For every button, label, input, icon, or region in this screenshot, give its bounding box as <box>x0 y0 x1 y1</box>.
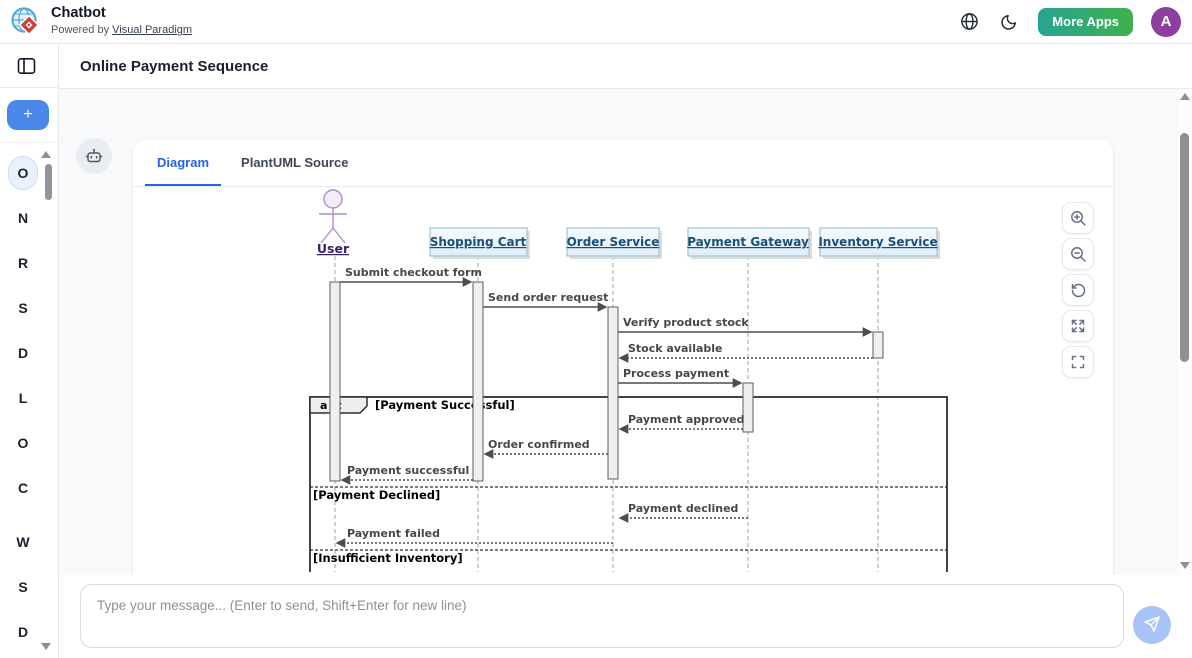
actor-user <box>319 189 347 244</box>
zoom-out-button[interactable] <box>1062 238 1094 270</box>
bot-avatar <box>76 138 112 174</box>
chat-list: O N R S D L O C W S D <box>0 150 58 658</box>
diagram-card: Diagram PlantUML Source <box>133 140 1113 575</box>
sidebar-scroll-up-arrow[interactable] <box>41 151 51 158</box>
message-label: Payment approved <box>628 413 745 426</box>
sidebar-scroll-down-arrow[interactable] <box>41 643 51 650</box>
chat-list-item[interactable]: S <box>18 579 28 595</box>
sequence-diagram: alt [Payment Successful] [Payment Declin… <box>133 187 1113 572</box>
chat-list-item[interactable]: C <box>17 480 29 496</box>
message-labels: Submit checkout form Send order request … <box>345 266 749 540</box>
page-title: Online Payment Sequence <box>80 57 269 75</box>
chat-list-item[interactable]: N <box>17 210 29 226</box>
chat-area: Diagram PlantUML Source <box>59 89 1192 575</box>
chat-scroll-up-arrow[interactable] <box>1180 93 1190 100</box>
message-label: Order confirmed <box>488 438 590 451</box>
chat-list-item[interactable]: D <box>17 345 29 361</box>
activation-bars <box>329 281 884 482</box>
powered-by: Powered by Visual Paradigm <box>51 24 193 37</box>
participant-label: Inventory Service <box>818 235 937 249</box>
visual-paradigm-link[interactable]: Visual Paradigm <box>112 24 193 37</box>
send-plane-icon <box>1143 615 1161 636</box>
chat-scrollbar-thumb[interactable] <box>1180 133 1189 362</box>
message-label: Process payment <box>623 367 729 380</box>
tab-plantuml-source[interactable]: PlantUML Source <box>241 154 349 170</box>
message-label: Stock available <box>628 342 723 355</box>
sidebar-toggle-icon[interactable] <box>15 55 37 77</box>
chat-list-item[interactable]: O <box>8 156 38 190</box>
app-title: Chatbot <box>51 5 106 22</box>
message-composer <box>59 575 1192 658</box>
left-sidebar: + O N R S D L O C W S D <box>0 44 59 658</box>
message-arrows <box>335 277 873 548</box>
reset-view-button[interactable] <box>1062 274 1094 306</box>
tab-bar: Diagram PlantUML Source <box>133 140 1113 187</box>
fullscreen-button[interactable] <box>1062 346 1094 378</box>
dark-mode-moon-icon[interactable] <box>998 11 1020 33</box>
message-label: Payment failed <box>347 527 440 540</box>
chat-list-item[interactable]: L <box>18 390 28 406</box>
chat-list-item[interactable]: R <box>17 255 29 271</box>
conversation-titlebar: Online Payment Sequence <box>59 44 1192 89</box>
message-input[interactable] <box>80 584 1124 648</box>
chat-list-item[interactable]: W <box>16 534 30 550</box>
diagram-zoom-controls <box>1062 202 1094 378</box>
top-header: Chatbot Powered by Visual Paradigm More … <box>0 0 1192 44</box>
alt-section-label: [Insufficient Inventory] <box>313 551 463 565</box>
user-avatar[interactable]: A <box>1151 6 1181 37</box>
message-label: Payment successful <box>347 464 469 477</box>
participant-label: Payment Gateway <box>687 235 809 249</box>
chat-scrollbar[interactable] <box>1178 89 1192 575</box>
message-label: Payment declined <box>628 502 738 515</box>
chat-list-item[interactable]: D <box>17 624 29 640</box>
message-label: Submit checkout form <box>345 266 482 279</box>
participant-label: Order Service <box>567 235 660 249</box>
visual-paradigm-logo-icon <box>10 6 42 38</box>
chat-scroll-down-arrow[interactable] <box>1180 562 1190 569</box>
participant-label: Shopping Cart <box>430 235 527 249</box>
alt-section-label: [Payment Successful] <box>375 398 515 412</box>
send-button[interactable] <box>1133 606 1171 644</box>
tab-diagram[interactable]: Diagram <box>145 140 222 186</box>
sidebar-scrollbar-thumb[interactable] <box>45 164 52 200</box>
alt-frame: alt [Payment Successful] [Payment Declin… <box>309 396 948 572</box>
more-apps-button[interactable]: More Apps <box>1038 7 1133 36</box>
chat-list-item[interactable]: S <box>18 300 28 316</box>
zoom-in-button[interactable] <box>1062 202 1094 234</box>
language-globe-icon[interactable] <box>958 11 980 33</box>
new-chat-button[interactable]: + <box>7 100 49 130</box>
expand-button[interactable] <box>1062 310 1094 342</box>
chat-list-item[interactable]: O <box>17 435 29 451</box>
actor-label: User <box>317 241 350 256</box>
participants: Shopping Cart Order Service Payment Gate… <box>429 227 940 259</box>
message-label: Send order request <box>488 291 608 304</box>
alt-section-label: [Payment Declined] <box>313 488 440 502</box>
message-label: Verify product stock <box>623 316 749 329</box>
